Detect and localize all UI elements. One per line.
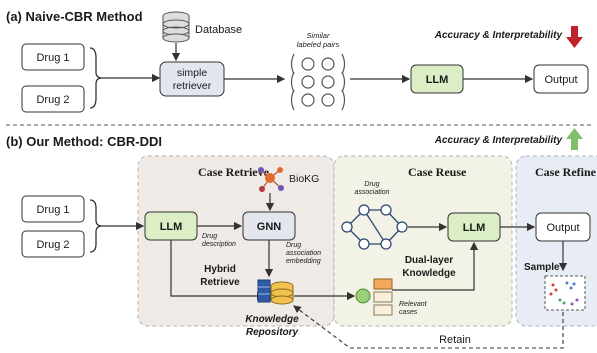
accuracy-label-b: Accuracy & Interpretability <box>434 135 563 146</box>
brace-b <box>89 199 103 253</box>
drug1-box-b <box>21 195 85 223</box>
sample-label: Sample <box>524 262 560 273</box>
arrow-down-icon <box>566 26 583 48</box>
drug2-box-a <box>21 85 85 113</box>
hybrid-line2: Retrieve <box>200 277 240 288</box>
llm-label-a: LLM <box>426 74 449 86</box>
arrow-cases-to-llm <box>392 241 479 291</box>
database-icon <box>162 11 190 43</box>
dual-line2: Knowledge <box>402 268 456 279</box>
case-reuse-title: Case Reuse <box>408 165 467 179</box>
accuracy-label-a: Accuracy & Interpretability <box>434 30 563 41</box>
knowledge-line1: Knowledge <box>245 314 299 325</box>
retriever-line1: simple <box>177 67 208 79</box>
llm-label-b1: LLM <box>160 221 183 233</box>
relevant-line1: Relevant <box>399 301 428 308</box>
retain-loop <box>293 305 564 349</box>
network-graph-icon <box>341 204 408 250</box>
drug-assoc-2: association <box>354 189 389 196</box>
drug2-label-a: Drug 2 <box>36 94 69 106</box>
case-refine-title: Case Refine <box>535 165 597 179</box>
drug-desc-2: description <box>202 241 236 248</box>
knowledge-line2: Repository <box>246 327 299 338</box>
drug-assoc-emb-3: embedding <box>286 258 321 265</box>
database-label: Database <box>195 24 242 36</box>
output-label-b: Output <box>546 222 579 234</box>
cases-icon <box>355 278 393 316</box>
arrow-llm-to-repo <box>170 240 266 301</box>
output-label-a: Output <box>544 74 577 86</box>
drug-assoc-emb-2: association <box>286 250 321 257</box>
llm-label-b2: LLM <box>463 222 486 234</box>
retain-label: Retain <box>439 334 471 346</box>
brace-a <box>89 47 103 109</box>
drug-assoc-1: Drug <box>364 181 379 188</box>
section-a-title: (a) Naive-CBR Method <box>6 9 143 24</box>
dual-line1: Dual-layer <box>405 255 453 266</box>
output-box-a <box>533 64 589 94</box>
biokg-label: BioKG <box>289 173 319 185</box>
retriever-line2: retriever <box>173 80 212 92</box>
relevant-line2: cases <box>399 309 418 316</box>
pairs-line1: Similar <box>307 31 330 40</box>
arrow-up-icon <box>566 128 583 150</box>
case-retrieve-title: Case Retrieve <box>198 165 270 179</box>
pairs-line2: labeled pairs <box>297 40 340 49</box>
drug2-box-b <box>21 230 85 258</box>
scatter-sample-icon <box>544 275 586 311</box>
circle-pair-icon <box>290 53 346 111</box>
knowledge-graph-icon <box>258 167 284 192</box>
drug1-box-a <box>21 43 85 71</box>
drug1-label-b: Drug 1 <box>36 204 69 216</box>
drug2-label-b: Drug 2 <box>36 239 69 251</box>
section-b-title: (b) Our Method: CBR-DDI <box>6 134 162 149</box>
drug-desc-1: Drug <box>202 233 217 240</box>
hybrid-line1: Hybrid <box>204 264 236 275</box>
repository-icon <box>257 279 294 305</box>
gnn-label: GNN <box>257 221 282 233</box>
drug-assoc-emb-1: Drug <box>286 242 301 249</box>
drug1-label-a: Drug 1 <box>36 52 69 64</box>
